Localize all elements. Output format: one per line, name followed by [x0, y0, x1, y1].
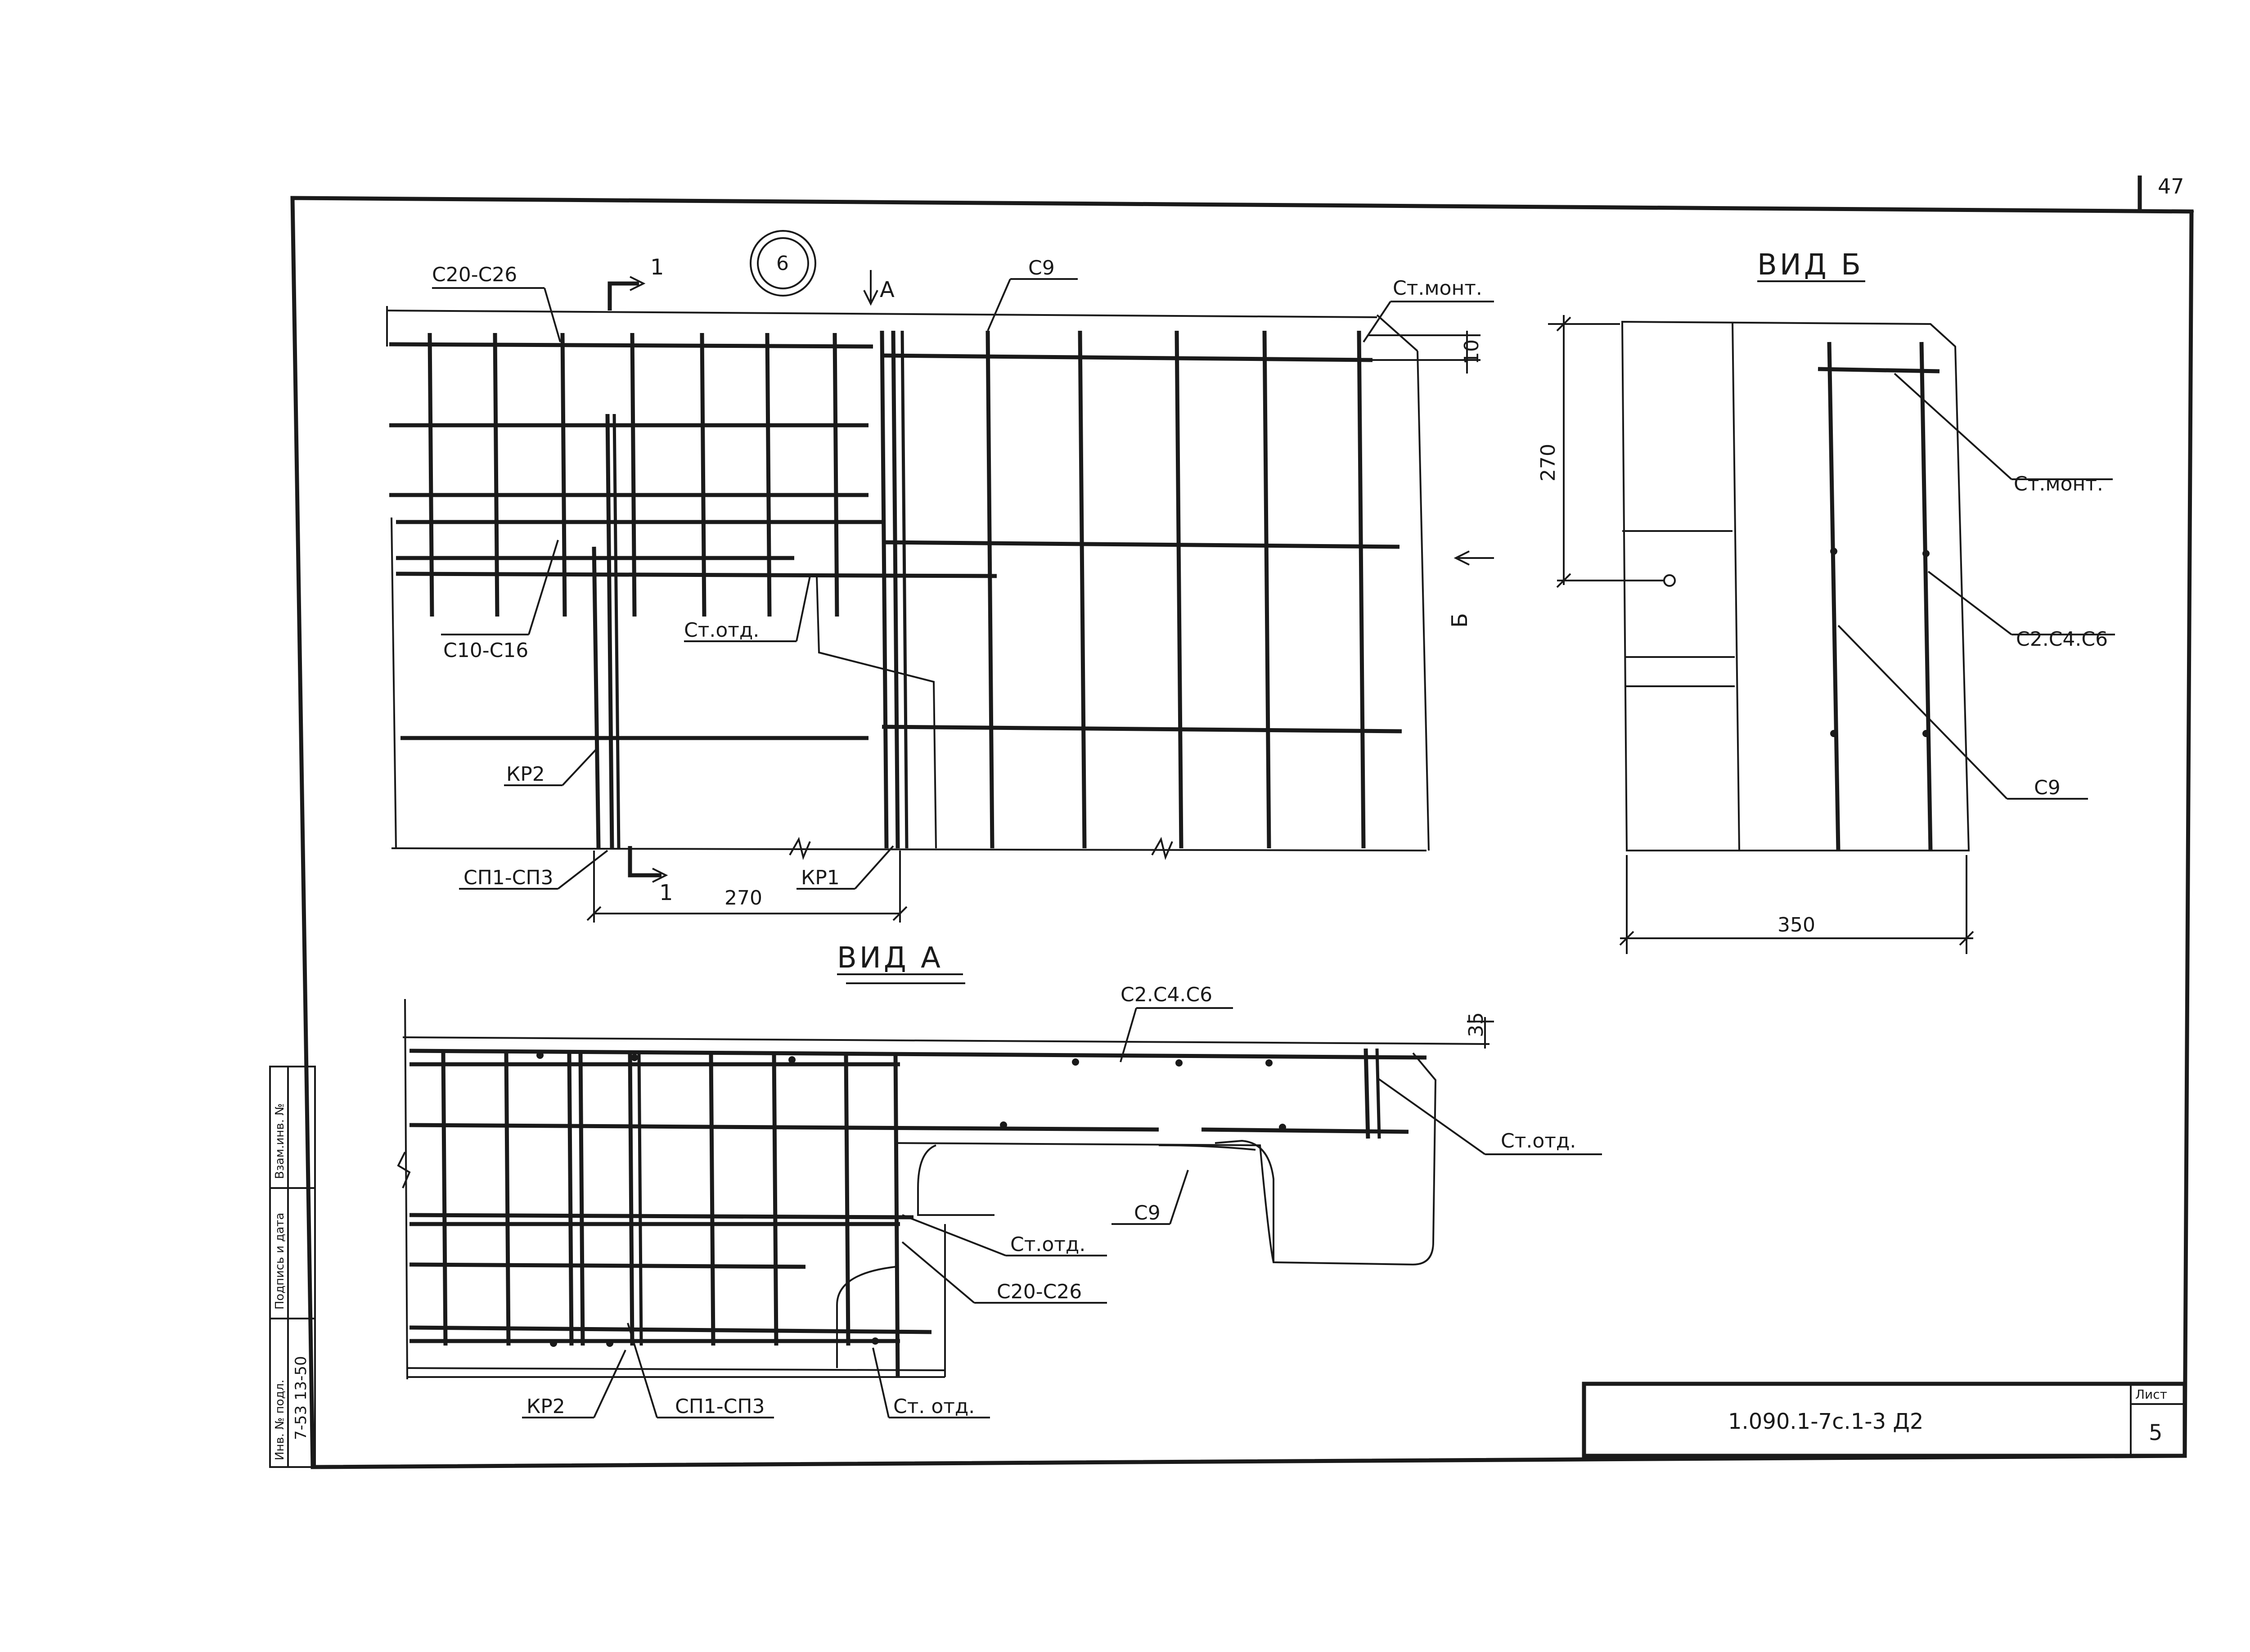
label-sp1-sp3: СП1-СП3 [464, 866, 553, 889]
view-a-label-st-otd-bottom: Ст. отд. [893, 1395, 975, 1418]
label-st-otd: Ст.отд. [684, 619, 759, 642]
view-a-dim-top-offset: 35 [1465, 1012, 1488, 1037]
dim-top-offset: 10 [1460, 339, 1483, 365]
stamp-handwritten-no: 7-53 13-50 [292, 1356, 310, 1440]
view-a-label-c9: С9 [1134, 1202, 1161, 1224]
label-c10-c16: С10-С16 [443, 639, 528, 662]
view-a-label-kp2: КР2 [526, 1395, 565, 1418]
dim-bottom-span: 270 [724, 887, 762, 909]
view-a-title: ВИД А [837, 941, 943, 975]
left-stamp [269, 1066, 316, 1468]
stamp-inv-no: Инв. № подл. [273, 1380, 287, 1460]
title-block [1582, 1382, 2187, 1458]
view-b-label-st-mont: Ст.монт. [2014, 473, 2103, 495]
label-c9: С9 [1028, 257, 1055, 279]
view-b-title: ВИД Б [1757, 248, 1863, 282]
view-b-dim-height: 270 [1537, 444, 1560, 482]
view-b-label-c2-c4-c6: С2.С4.С6 [2016, 628, 2108, 651]
view-a-label-c20-c26: С20-С26 [997, 1280, 1082, 1303]
title-sheet-label: Лист [2135, 1387, 2167, 1402]
section-cut-bottom: 1 [659, 880, 673, 905]
view-b-label-c9: С9 [2034, 776, 2061, 799]
title-designation: 1.090.1-7с.1-3 Д2 [1728, 1409, 1923, 1434]
page-number: 47 [2158, 174, 2184, 198]
stamp-replace-inv: Взам.инв. № [273, 1103, 287, 1179]
view-a-label-st-otd-right: Ст.отд. [1501, 1130, 1576, 1152]
view-a-label-st-otd-mid: Ст.отд. [1010, 1233, 1085, 1256]
label-kp2: КР2 [506, 763, 545, 786]
view-a [397, 973, 1602, 1418]
view-a-label-sp1-sp3: СП1-СП3 [675, 1395, 765, 1418]
label-kp1: КР1 [801, 866, 840, 889]
view-b-dim-width: 350 [1778, 914, 1815, 936]
view-arrow-a-label: A [880, 277, 895, 302]
label-c20-c26: С20-С26 [432, 263, 517, 286]
title-sheet-number: 5 [2149, 1420, 2163, 1445]
main-view [386, 230, 1494, 923]
stamp-sign-date: Подпись и дата [273, 1213, 287, 1310]
section-mark: 6 [776, 252, 789, 275]
view-b [1548, 280, 2115, 954]
label-st-mont: Ст.монт. [1393, 277, 1482, 300]
view-a-label-c2-c4-c6: С2.С4.С6 [1120, 983, 1212, 1006]
section-cut-top: 1 [650, 255, 664, 280]
view-arrow-b-label: Б [1447, 613, 1472, 628]
